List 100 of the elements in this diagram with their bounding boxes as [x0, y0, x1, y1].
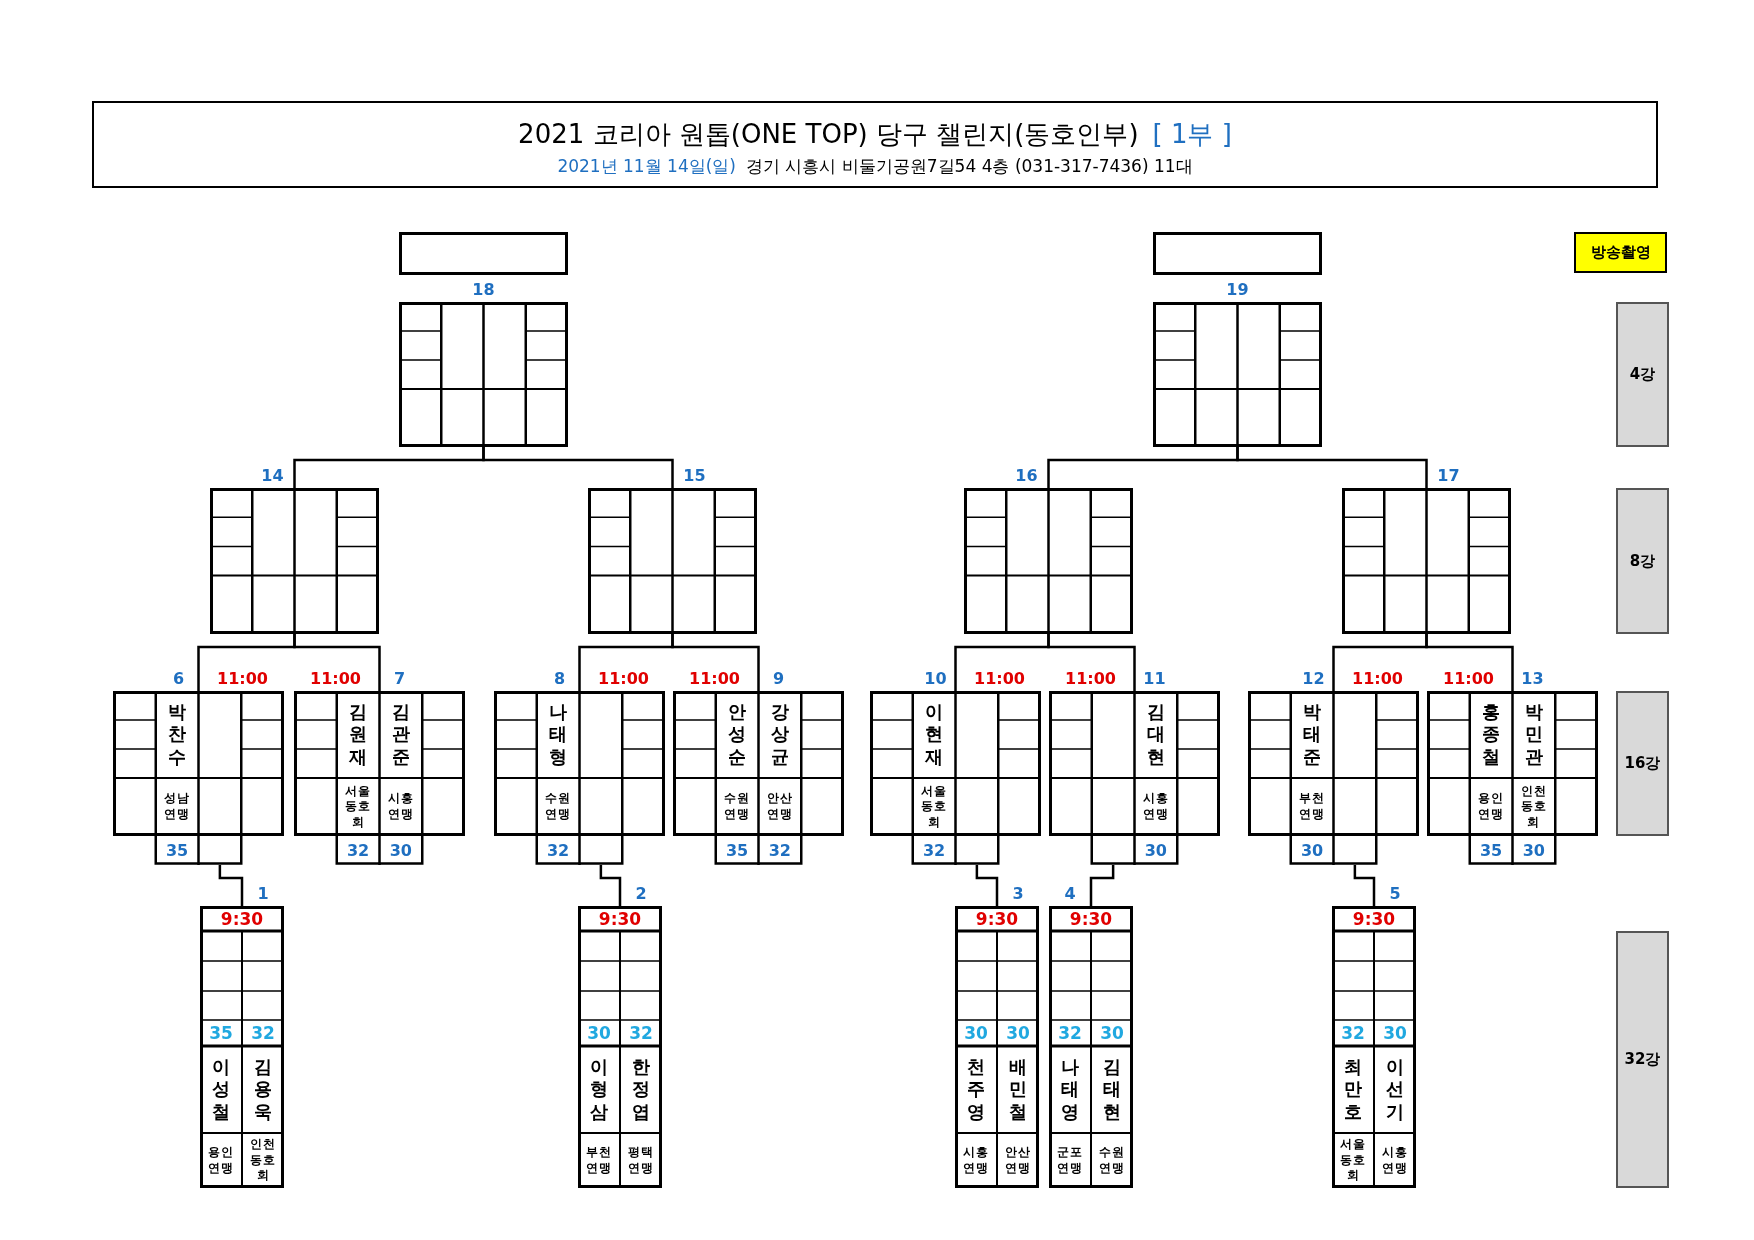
player-name: 이현재	[924, 700, 944, 769]
handicap-score: 30	[1383, 1023, 1407, 1043]
player-name: 김대현	[1145, 700, 1166, 769]
match-table	[964, 488, 1133, 634]
club-name: 인천동호회	[1520, 783, 1548, 831]
handicap-score: 30	[1006, 1023, 1030, 1043]
match-number: 18	[472, 279, 495, 299]
blank-box	[1153, 232, 1322, 275]
match-time: 11:00	[217, 668, 268, 688]
player-name: 김원재	[348, 700, 368, 769]
player-name: 김태현	[1102, 1055, 1122, 1124]
handicap-score: 32	[629, 1023, 653, 1043]
match-number: 17	[1437, 465, 1460, 485]
handicap-score: 32	[923, 841, 946, 860]
round-label: 32강	[1616, 931, 1669, 1188]
match-table	[294, 691, 465, 865]
match-number: 10	[924, 668, 947, 688]
bracket-line	[975, 865, 999, 906]
player-name: 이성철	[211, 1055, 231, 1124]
match-table	[113, 691, 284, 865]
match-number: 11	[1143, 668, 1166, 688]
match-number: 15	[683, 465, 706, 485]
match-number: 3	[1012, 883, 1024, 903]
match-time: 9:30	[598, 908, 642, 929]
handicap-score: 32	[547, 841, 570, 860]
player-name: 김용욱	[253, 1055, 273, 1124]
match-time: 11:00	[974, 668, 1025, 688]
club-name: 용인연맹	[207, 1145, 235, 1176]
match-table	[210, 488, 379, 634]
player-name: 나태형	[548, 700, 568, 769]
player-name: 천주영	[966, 1055, 986, 1124]
player-name: 한정엽	[631, 1055, 651, 1124]
club-name: 인천동호회	[249, 1137, 277, 1184]
handicap-score: 30	[389, 841, 412, 860]
match-time: 11:00	[1443, 668, 1494, 688]
match-number: 12	[1302, 668, 1325, 688]
handicap-score: 35	[1480, 841, 1503, 860]
club-name: 평택연맹	[627, 1145, 655, 1176]
blank-box	[399, 232, 568, 275]
handicap-score: 32	[1341, 1023, 1365, 1043]
match-time: 11:00	[598, 668, 649, 688]
match-time: 11:00	[1352, 668, 1403, 688]
bracket-line	[671, 634, 760, 691]
club-name: 군포연맹	[1056, 1145, 1084, 1176]
player-name: 이형삼	[589, 1055, 609, 1124]
match-table	[200, 906, 284, 1188]
match-time: 9:30	[1069, 908, 1113, 929]
player-name: 홍종철	[1481, 700, 1501, 769]
player-name: 나태영	[1060, 1055, 1080, 1124]
bracket-line	[1047, 634, 1136, 691]
club-name: 시흥연맹	[387, 791, 415, 823]
bracket-line	[1236, 447, 1428, 488]
match-number: 9	[772, 668, 785, 688]
club-name: 수원연맹	[723, 791, 751, 823]
title: 2021 코리아 원톱(ONE TOP) 당구 챌린지(동호인부)	[518, 119, 1139, 149]
handicap-score: 32	[251, 1023, 275, 1043]
club-name: 성남연맹	[163, 791, 191, 823]
match-number: 5	[1389, 883, 1401, 903]
match-table	[494, 691, 665, 865]
title-banner	[92, 101, 1658, 188]
match-number: 1	[257, 883, 269, 903]
venue-address: 경기 시흥시 비둘기공원7길54 4층 (031-317-7436) 11대	[746, 156, 1193, 176]
player-name: 최만호	[1343, 1055, 1363, 1124]
handicap-score: 35	[166, 841, 189, 860]
club-name: 서울동호회	[1339, 1137, 1367, 1184]
handicap-score: 30	[1522, 841, 1545, 860]
broadcast-tag: 방송촬영	[1574, 232, 1667, 273]
handicap-score: 32	[1058, 1023, 1082, 1043]
club-name: 안산연맹	[1004, 1145, 1032, 1176]
player-name: 박태준	[1302, 700, 1322, 769]
player-name: 김관준	[390, 700, 411, 769]
match-number: 6	[172, 668, 185, 688]
player-name: 강상균	[769, 700, 790, 769]
bracket-line	[1353, 865, 1376, 906]
handicap-score: 30	[1144, 841, 1167, 860]
player-name: 박민관	[1523, 700, 1544, 769]
match-time: 11:00	[689, 668, 740, 688]
match-time: 9:30	[975, 908, 1019, 929]
handicap-score: 30	[964, 1023, 988, 1043]
club-name: 용인연맹	[1477, 791, 1505, 823]
part-label: [ 1부 ]	[1152, 119, 1232, 149]
match-number: 8	[553, 668, 566, 688]
club-name: 시흥연맹	[1381, 1145, 1409, 1176]
bracket-line	[482, 447, 674, 488]
match-table	[1248, 691, 1419, 865]
match-number: 16	[1015, 465, 1038, 485]
match-table	[399, 302, 568, 447]
match-table	[1049, 906, 1133, 1188]
match-table	[870, 691, 1041, 865]
bracket-line	[599, 865, 622, 906]
match-table	[955, 906, 1039, 1188]
bracket-line	[293, 634, 381, 691]
bracket-line	[218, 865, 244, 906]
bracket-line	[1425, 634, 1514, 691]
bracket-line	[1089, 865, 1115, 906]
match-table	[1427, 691, 1598, 865]
match-number: 19	[1226, 279, 1249, 299]
handicap-score: 30	[1301, 841, 1324, 860]
club-name: 서울동호회	[920, 783, 948, 831]
handicap-score: 30	[587, 1023, 611, 1043]
